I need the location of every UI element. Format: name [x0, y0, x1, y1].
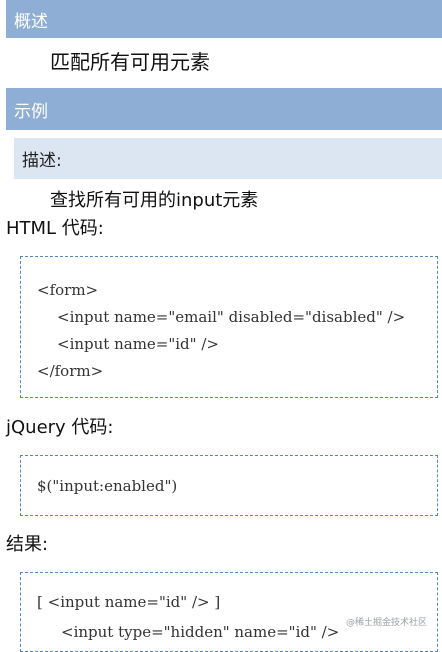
code-line: <input name="email" disabled="disabled" …	[57, 308, 406, 326]
overview-summary: 匹配所有可用元素	[50, 50, 210, 74]
result-label: 结果:	[6, 534, 49, 555]
example-header-label: 示例	[14, 101, 48, 122]
partial-code-line: <input type="hidden" name="id" />	[61, 623, 340, 641]
result-code-block: [ <input name="id" /> ] <input type="hidd…	[20, 572, 438, 652]
code-line: <input name="id" />	[57, 335, 219, 353]
description-box: 描述:	[14, 138, 442, 179]
example-description: 查找所有可用的input元素	[50, 190, 259, 211]
jquery-code-label: jQuery 代码:	[6, 417, 114, 438]
description-label: 描述:	[22, 151, 62, 171]
html-code-block: <form> <input name="email" disabled="disa…	[20, 256, 438, 398]
jquery-code-block: $("input:enabled")	[20, 455, 438, 516]
code-line: </form>	[37, 362, 104, 380]
overview-header-label: 概述	[14, 11, 48, 32]
watermark: @稀土掘金技术社区	[342, 614, 430, 629]
code-line: $("input:enabled")	[37, 476, 178, 495]
code-line: <form>	[37, 281, 99, 299]
overview-header: 概述	[6, 0, 442, 38]
html-code-label: HTML 代码:	[6, 218, 104, 239]
example-header: 示例	[6, 88, 442, 130]
code-line: [ <input name="id" /> ]	[37, 593, 221, 611]
